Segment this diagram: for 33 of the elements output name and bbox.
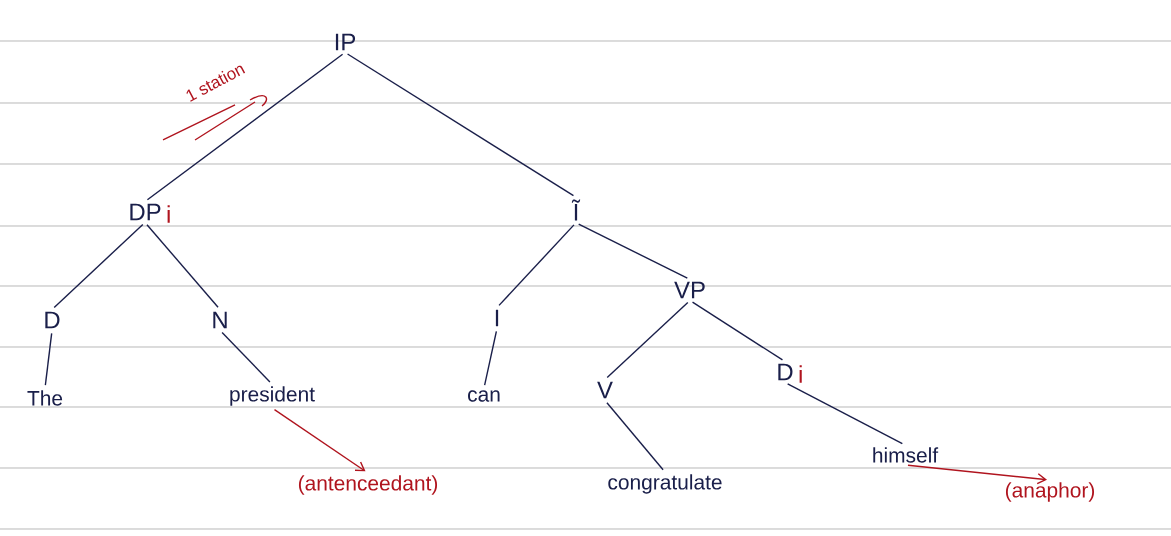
category-label: D xyxy=(778,363,793,381)
annotation-label: (anaphor) xyxy=(1005,482,1095,502)
tree-branch xyxy=(146,224,219,308)
tree-branch xyxy=(606,301,689,379)
word-label: The xyxy=(27,390,63,406)
tree-branch xyxy=(53,223,144,309)
tree-branch xyxy=(346,53,575,197)
category-label: N xyxy=(213,311,227,329)
category-label: DP xyxy=(130,203,161,221)
word-label: congratulate xyxy=(608,474,722,494)
tree-branch xyxy=(146,53,344,201)
category-label: I xyxy=(495,309,499,327)
category-label: Ĩ xyxy=(571,199,581,221)
tree-branch xyxy=(221,331,271,383)
arrow xyxy=(907,464,1047,485)
index-label: i xyxy=(799,365,802,383)
annotation-label: (antenceedant) xyxy=(298,475,438,495)
tree-branch xyxy=(498,224,575,307)
category-label: D xyxy=(45,311,60,329)
word-label: president xyxy=(230,386,315,406)
tree-branch xyxy=(786,383,904,445)
arrow xyxy=(273,408,366,472)
category-label: IP xyxy=(335,33,356,51)
tree-branch xyxy=(606,402,664,471)
tree-branch xyxy=(483,330,498,386)
tree-branch xyxy=(578,223,689,279)
word-label: himself xyxy=(873,447,939,463)
index-label: i xyxy=(167,205,170,223)
tree-branch xyxy=(691,301,784,361)
category-label: VP xyxy=(674,281,705,299)
tree-branch xyxy=(44,332,53,386)
category-label: V xyxy=(597,381,613,399)
word-label: can xyxy=(468,390,500,402)
